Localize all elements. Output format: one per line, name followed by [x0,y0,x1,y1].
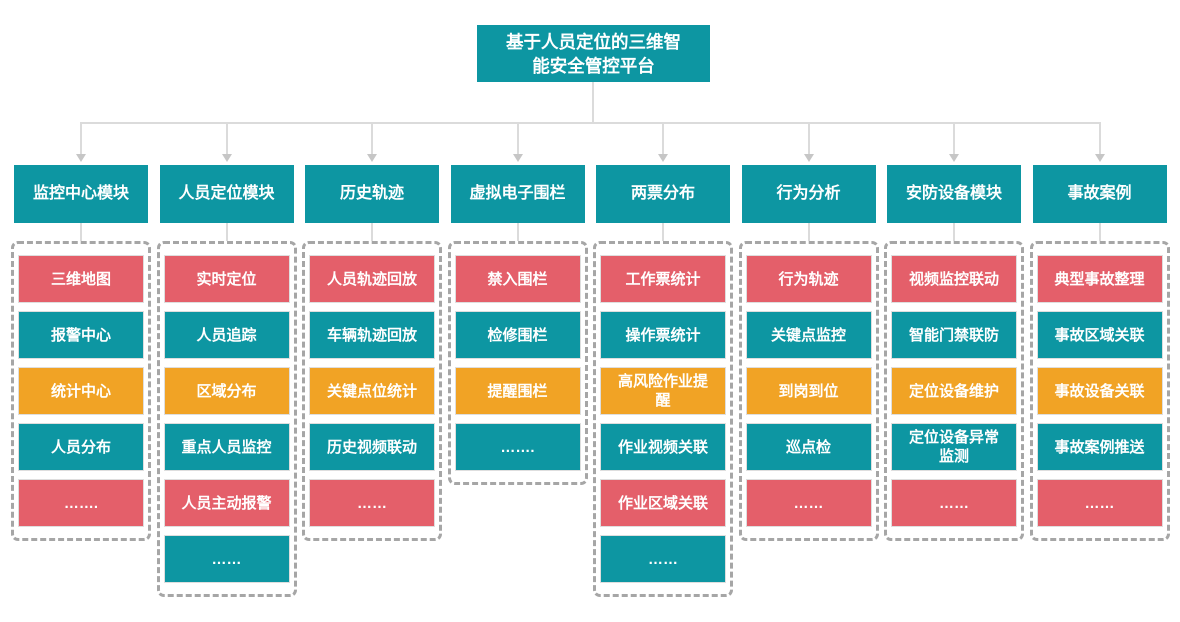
module-item: 关键点监控 [745,311,872,359]
module-column-3: 历史轨迹人员轨迹回放车辆轨迹回放关键点位统计历史视频联动 …… [302,165,442,541]
module-item: 操作票统计 [600,311,726,359]
module-header: 监控中心模块 [14,165,148,223]
module-item: 事故区域关联 [1036,311,1163,359]
arrow-down-icon [76,154,86,162]
module-item: 事故案例推送 [1036,423,1163,471]
module-item: 典型事故整理 [1036,255,1163,303]
module-item: 三维地图 [18,255,144,303]
module-items-group: 行为轨迹关键点监控到岗到位巡点检 …… [738,241,879,541]
module-item: …… [163,535,290,583]
module-header: 人员定位模块 [159,165,294,223]
module-header: 虚拟电子围栏 [450,165,585,223]
module-item: 检修围栏 [454,311,581,359]
module-item: 事故设备关联 [1036,367,1163,415]
module-column-4: 虚拟电子围栏禁入围栏检修围栏提醒围栏 ……. [447,165,588,485]
module-item: …… [1036,479,1163,527]
module-column-1: 监控中心模块三维地图报警中心统计中心人员分布 ……. [11,165,151,541]
module-item: …… [891,479,1017,527]
module-item: 工作票统计 [600,255,726,303]
connector-line [516,122,519,155]
arrow-down-icon [221,154,232,162]
module-item: 车辆轨迹回放 [309,311,435,359]
root-node: 基于人员定位的三维智能安全管控平台 [477,25,710,82]
module-item: 高风险作业提醒 [600,367,726,415]
module-item: 定位设备维护 [891,367,1017,415]
module-item: …… [309,479,435,527]
module-item: 到岗到位 [745,367,872,415]
module-items-group: 实时定位人员追踪区域分布重点人员监控人员主动报警 …… [156,241,297,597]
connector-line [225,122,228,155]
module-item: ……. [18,479,144,527]
connector-line [1098,122,1101,155]
module-columns: 监控中心模块三维地图报警中心统计中心人员分布…….人员定位模块实时定位人员追踪区… [11,165,1170,597]
module-item: 作业区域关联 [600,479,726,527]
module-column-6: 行为分析行为轨迹关键点监控到岗到位巡点检 …… [738,165,879,541]
module-header: 安防设备模块 [887,165,1021,223]
module-column-5: 两票分布工作票统计操作票统计高风险作业提醒作业视频关联作业区域关联 …… [593,165,733,597]
module-item: 历史视频联动 [309,423,435,471]
module-items-group: 典型事故整理事故区域关联事故设备关联事故案例推送 …… [1029,241,1170,541]
module-item: …… [600,535,726,583]
module-item: 报警中心 [18,311,144,359]
connector-line [807,122,810,155]
module-column-2: 人员定位模块实时定位人员追踪区域分布重点人员监控人员主动报警 …… [156,165,297,597]
module-item: 作业视频关联 [600,423,726,471]
connector-line [592,82,594,123]
module-item: 视频监控联动 [891,255,1017,303]
module-item: 智能门禁联防 [891,311,1017,359]
module-items-group: 视频监控联动智能门禁联防定位设备维护定位设备异常监测 …… [884,241,1024,541]
module-item: 人员分布 [18,423,144,471]
root-node-title: 基于人员定位的三维智能安全管控平台 [506,31,681,76]
module-items-group: 禁入围栏检修围栏提醒围栏 ……. [447,241,588,485]
connector-line [953,122,955,155]
module-item: 人员主动报警 [163,479,290,527]
module-item: 禁入围栏 [454,255,581,303]
connector-line [371,122,373,155]
module-item: 巡点检 [745,423,872,471]
module-item: 行为轨迹 [745,255,872,303]
module-item: 区域分布 [163,367,290,415]
module-item: 人员轨迹回放 [309,255,435,303]
module-column-7: 安防设备模块视频监控联动智能门禁联防定位设备维护定位设备异常监测 …… [884,165,1024,541]
module-header: 事故案例 [1032,165,1167,223]
module-item: 统计中心 [18,367,144,415]
connector-line [80,122,1101,124]
module-items-group: 人员轨迹回放车辆轨迹回放关键点位统计历史视频联动 …… [302,241,442,541]
module-item: …… [745,479,872,527]
arrow-down-icon [512,154,523,162]
connector-line [662,122,664,155]
module-items-group: 三维地图报警中心统计中心人员分布 ……. [11,241,151,541]
module-item: 提醒围栏 [454,367,581,415]
module-item: 关键点位统计 [309,367,435,415]
module-item: 定位设备异常监测 [891,423,1017,471]
arrow-down-icon [367,154,377,162]
module-item: ……. [454,423,581,471]
module-item: 实时定位 [163,255,290,303]
module-header: 行为分析 [741,165,876,223]
arrow-down-icon [803,154,814,162]
arrow-down-icon [658,154,668,162]
module-items-group: 工作票统计操作票统计高风险作业提醒作业视频关联作业区域关联 …… [593,241,733,597]
connector-line [80,122,82,155]
arrow-down-icon [949,154,959,162]
module-header: 历史轨迹 [305,165,439,223]
module-header: 两票分布 [596,165,730,223]
module-item: 重点人员监控 [163,423,290,471]
module-item: 人员追踪 [163,311,290,359]
module-column-8: 事故案例典型事故整理事故区域关联事故设备关联事故案例推送 …… [1029,165,1170,541]
arrow-down-icon [1094,154,1105,162]
